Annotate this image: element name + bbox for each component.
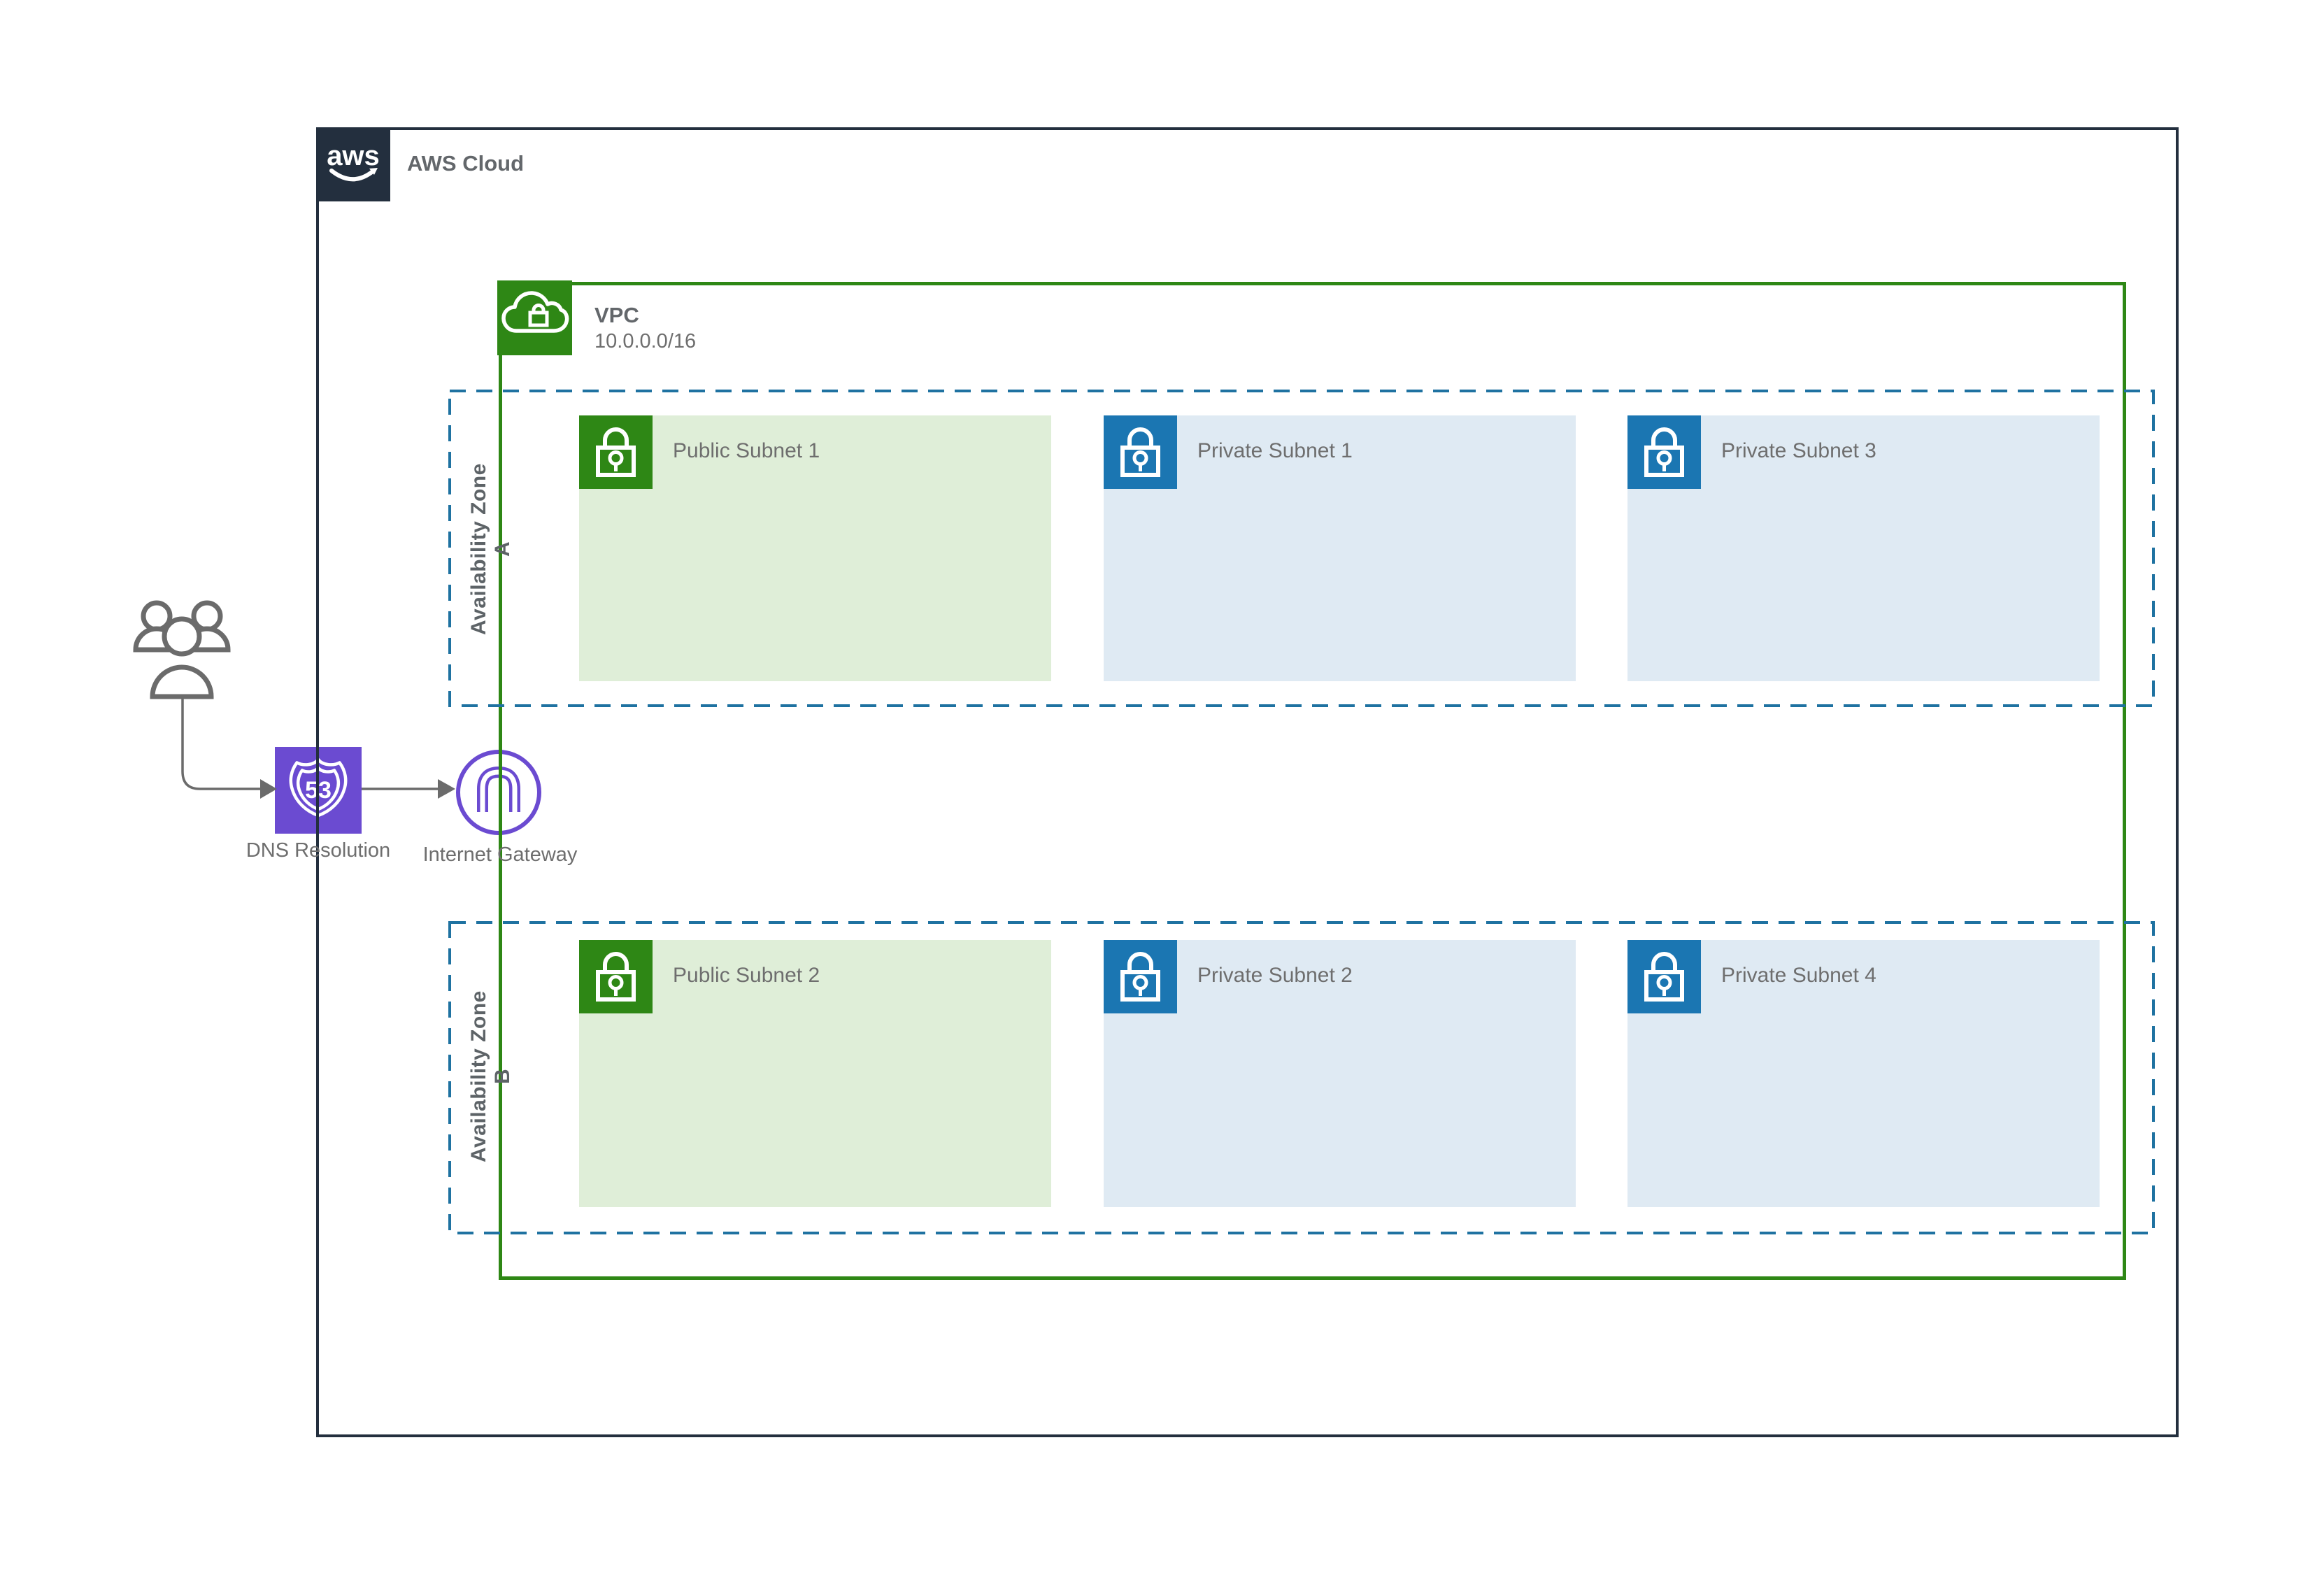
vpc-icon xyxy=(497,280,572,355)
subnet-public-2: Public Subnet 2 xyxy=(579,940,1051,1207)
subnet-label: Public Subnet 2 xyxy=(673,964,820,987)
users-to-dns-arrow xyxy=(181,698,260,790)
private-subnet-lock-icon xyxy=(1627,415,1701,489)
vpc-label: VPC xyxy=(594,303,639,327)
subnet-private-4: Private Subnet 4 xyxy=(1627,940,2100,1207)
public-subnet-lock-icon xyxy=(579,415,653,489)
subnet-private-2: Private Subnet 2 xyxy=(1104,940,1576,1207)
vpc-border-segment xyxy=(499,748,502,837)
vpc-cidr: 10.0.0.0/16 xyxy=(594,330,697,352)
private-subnet-lock-icon xyxy=(1104,415,1177,489)
az-b-label: Availability Zone B xyxy=(467,990,514,1162)
aws-logo-text: aws xyxy=(327,141,380,171)
aws-logo-icon: aws xyxy=(316,127,390,201)
aws-cloud-border-segment xyxy=(316,747,319,834)
users-icon xyxy=(133,600,231,699)
subnet-private-3: Private Subnet 3 xyxy=(1627,415,2100,681)
subnet-label: Public Subnet 1 xyxy=(673,439,820,462)
internet-gateway-label: Internet Gateway xyxy=(422,843,578,866)
subnet-label: Private Subnet 1 xyxy=(1197,439,1353,462)
private-subnet-lock-icon xyxy=(1104,940,1177,1013)
public-subnet-lock-icon xyxy=(579,940,653,1013)
aws-cloud-label: AWS Cloud xyxy=(407,151,525,176)
subnet-label: Private Subnet 3 xyxy=(1721,439,1876,462)
subnet-public-1: Public Subnet 1 xyxy=(579,415,1051,681)
subnet-label: Private Subnet 2 xyxy=(1197,964,1353,987)
subnet-label: Private Subnet 4 xyxy=(1721,964,1876,987)
az-a-label: Availability Zone A xyxy=(467,463,514,635)
subnet-private-1: Private Subnet 1 xyxy=(1104,415,1576,681)
dns-resolution-label: DNS Resolution xyxy=(245,839,391,862)
private-subnet-lock-icon xyxy=(1627,940,1701,1013)
